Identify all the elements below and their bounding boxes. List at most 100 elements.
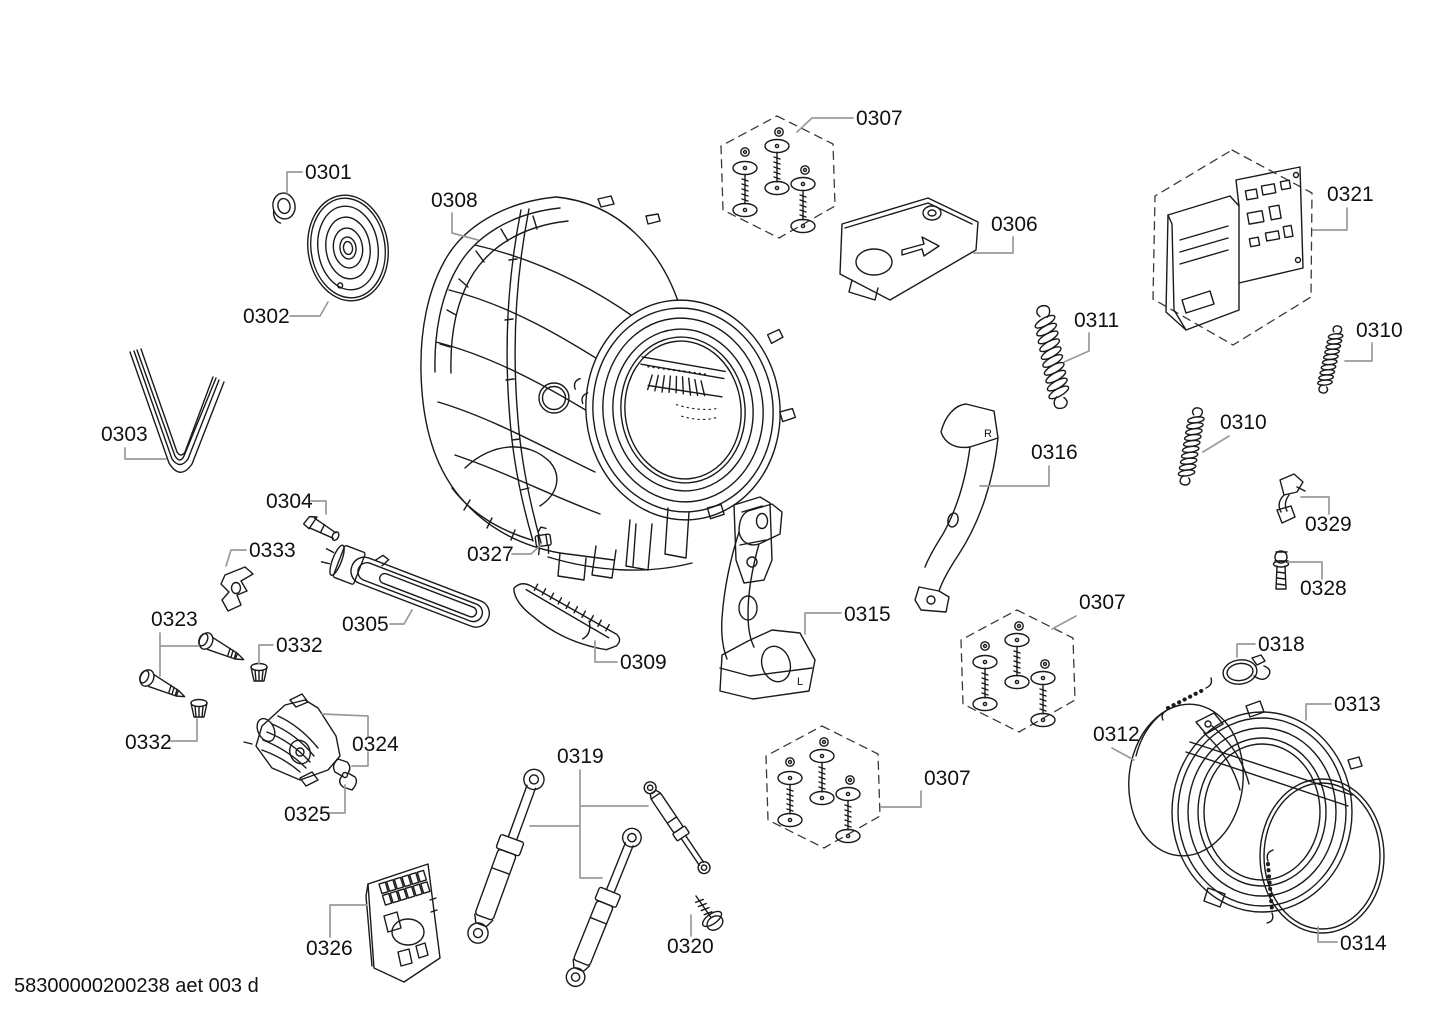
leader-0308 <box>452 213 478 240</box>
label-0302: 0302 <box>243 305 290 328</box>
label-0319: 0319 <box>557 745 604 768</box>
part-0324-motor <box>244 694 340 786</box>
part-0328-bolt <box>1274 551 1289 589</box>
label-0321: 0321 <box>1327 183 1374 206</box>
part-0304-pin <box>303 513 342 542</box>
label-0306: 0306 <box>991 213 1038 236</box>
tub-front-ring <box>567 289 805 531</box>
bracket-right-mark: R <box>984 428 992 440</box>
part-0302-drive-pulley <box>301 190 395 306</box>
part-0303-drive-belt <box>130 349 224 472</box>
part-0332-nut-upper <box>250 662 268 682</box>
label-0315: 0315 <box>844 603 891 626</box>
leader-0311 <box>1064 333 1089 362</box>
part-0309-drum-paddle <box>504 577 628 656</box>
part-0327-clamp <box>534 526 553 555</box>
label-0305: 0305 <box>342 613 389 636</box>
label-0323: 0323 <box>151 608 198 631</box>
leader-0315 <box>805 613 841 634</box>
part-0325-clip <box>334 759 357 790</box>
leader-0307a <box>797 118 853 132</box>
part-0310-suspension-spring-middle <box>1175 405 1208 487</box>
label-0318: 0318 <box>1258 633 1305 656</box>
part-0306-top-cover <box>840 198 978 300</box>
part-0323-brush-pins <box>136 629 249 705</box>
leader-0324 <box>322 714 368 766</box>
label-0307a: 0307 <box>856 107 903 130</box>
part-0312-door-gasket <box>1121 678 1250 862</box>
leader-0318 <box>1237 644 1255 657</box>
leader-0332a <box>259 645 273 664</box>
leader-0312 <box>1112 748 1134 760</box>
leader-0301 <box>287 172 302 193</box>
leader-lines <box>125 118 1372 942</box>
label-0316: 0316 <box>1031 441 1078 464</box>
leader-0307b <box>1052 616 1076 629</box>
part-0316-damper-bracket-right: R <box>915 404 998 612</box>
part-0307-screw-kit-middle <box>961 610 1075 732</box>
bracket-left-mark: L <box>797 676 803 688</box>
part-0314-door-outer-ring <box>1260 779 1384 933</box>
part-0307-screw-kit-bottom <box>766 726 880 848</box>
leader-0326 <box>330 905 367 937</box>
leader-0307c <box>881 791 921 807</box>
leader-0313 <box>1306 704 1331 720</box>
label-0325: 0325 <box>284 803 331 826</box>
label-0324: 0324 <box>352 733 399 756</box>
leader-0327 <box>512 545 541 554</box>
leader-0310a <box>1203 436 1229 452</box>
leader-0305 <box>390 610 412 624</box>
document-code: 58300000200238 aet 003 d <box>14 975 259 997</box>
leader-0309 <box>595 641 617 662</box>
part-0318-hose-clamp <box>1221 655 1269 686</box>
part-0307-screw-kit-top <box>721 116 835 238</box>
leader-0304 <box>311 501 326 514</box>
label-0326: 0326 <box>306 937 353 960</box>
label-0333: 0333 <box>249 539 296 562</box>
leader-0306 <box>974 237 1013 253</box>
label-0311: 0311 <box>1074 309 1119 332</box>
label-0332a: 0332 <box>276 634 323 657</box>
part-0333-bracket <box>221 567 253 611</box>
label-0320: 0320 <box>667 935 714 958</box>
label-0310a: 0310 <box>1220 411 1267 434</box>
part-labels: 0301 0302 0303 0304 0305 0306 0307 0307 … <box>101 107 1403 960</box>
leader-0314 <box>1318 927 1337 942</box>
label-0307c: 0307 <box>924 767 971 790</box>
leader-0329 <box>1301 497 1329 514</box>
part-0308-tub-assembly <box>421 196 805 583</box>
leader-0302 <box>290 302 328 316</box>
leader-0323 <box>160 633 199 676</box>
part-0311-suspension-spring <box>1029 302 1074 412</box>
part-0332-nut-lower <box>190 698 208 718</box>
part-0310-suspension-spring-right <box>1314 323 1346 396</box>
label-0310b: 0310 <box>1356 319 1403 342</box>
part-0321-control-module <box>1153 150 1312 345</box>
leader-0303 <box>125 448 166 459</box>
leader-0319 <box>530 770 648 878</box>
label-0312: 0312 <box>1093 723 1140 746</box>
part-0320-screw <box>687 890 728 935</box>
part-0301-seal <box>270 191 298 224</box>
part-0305-heating-element <box>318 536 496 635</box>
label-0314: 0314 <box>1340 932 1387 955</box>
leader-0333 <box>226 550 246 566</box>
part-0315-damper-bracket-left: L <box>720 504 815 699</box>
label-0313: 0313 <box>1334 693 1381 716</box>
label-0303: 0303 <box>101 423 148 446</box>
label-0301: 0301 <box>305 161 352 184</box>
part-0329-holder <box>1277 474 1305 523</box>
leader-0310b <box>1345 343 1372 361</box>
leader-0332b <box>168 719 197 741</box>
label-0329: 0329 <box>1305 513 1352 536</box>
label-0308: 0308 <box>431 189 478 212</box>
label-0307b: 0307 <box>1079 591 1126 614</box>
label-0327: 0327 <box>467 543 514 566</box>
part-0313-door-ring <box>1172 701 1362 912</box>
leader-0328 <box>1288 562 1322 579</box>
leader-0321 <box>1313 208 1347 230</box>
label-0332b: 0332 <box>125 731 172 754</box>
label-0309: 0309 <box>620 651 667 674</box>
